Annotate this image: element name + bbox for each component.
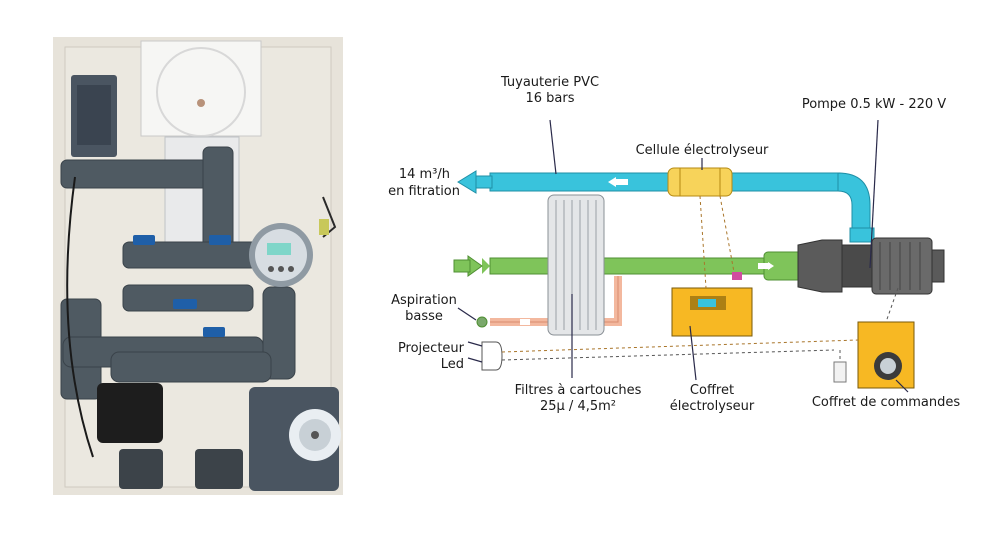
label-coffret-commandes: Coffret de commandes <box>812 395 961 410</box>
label-projecteur: Projecteur <box>398 341 465 356</box>
leader-lines <box>457 119 909 393</box>
outflow-arrow <box>457 170 477 194</box>
suction-pipe <box>453 251 805 281</box>
wiring <box>501 195 899 362</box>
return-pipe <box>457 170 875 243</box>
label-aspiration-basse: basse <box>405 309 443 324</box>
label-tuyauterie-pressure: 16 bars <box>525 91 574 106</box>
electrolyser-box <box>671 272 753 337</box>
label-tuyauterie: Tuyauterie PVC <box>500 75 599 90</box>
label-pompe: Pompe 0.5 kW - 220 V <box>802 97 946 112</box>
pump-motor <box>97 383 163 443</box>
label-led: Led <box>441 357 464 372</box>
label-debit: 14 m³/h <box>399 167 450 182</box>
label-filtres-specs: 25µ / 4,5m² <box>540 399 616 414</box>
pump <box>797 237 945 295</box>
label-aspiration: Aspiration <box>391 293 457 308</box>
label-coffret-electrolyseur: Coffret <box>690 383 734 398</box>
cartridge-filter <box>547 194 605 336</box>
label-coffret-electrolyseur-2: électrolyseur <box>670 399 755 414</box>
projector-led <box>481 341 503 371</box>
label-filtres: Filtres à cartouches <box>515 383 642 398</box>
electrolyser-unit <box>249 223 313 287</box>
command-box <box>833 321 915 389</box>
label-en-fitration: en fitration <box>388 184 460 199</box>
drain-pipe <box>476 276 622 328</box>
command-box <box>249 387 341 491</box>
filtration-unit-photo <box>53 37 343 495</box>
skimmer-lid <box>140 40 262 137</box>
electrolyser-cell <box>667 167 733 197</box>
label-cellule: Cellule électrolyseur <box>636 143 769 158</box>
sensor-plug <box>732 272 742 280</box>
filtration-schematic: Tuyauterie PVC 16 bars Pompe 0.5 kW - 22… <box>388 75 961 414</box>
